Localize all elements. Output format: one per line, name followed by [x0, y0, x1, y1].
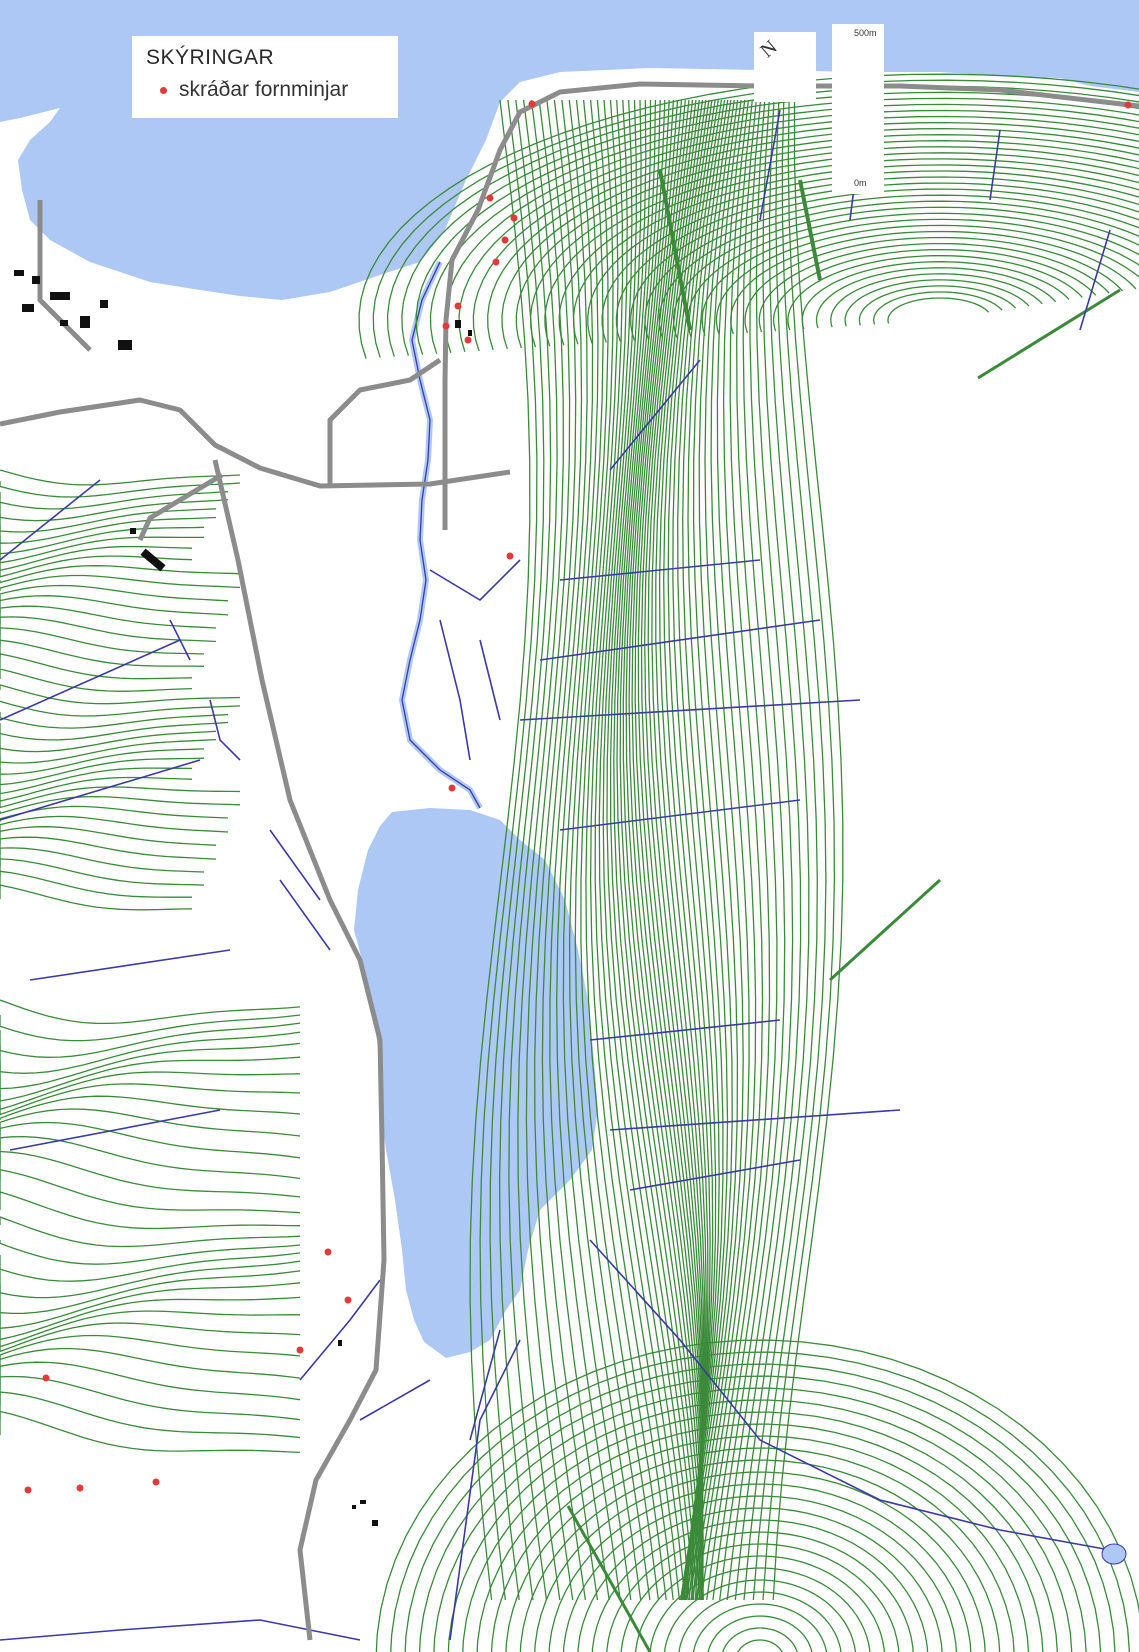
- contour-lines: [0, 73, 1139, 1652]
- legend-item-heritage-sites: skráðar fornminjar: [146, 78, 384, 102]
- scale-bottom-label: 0m: [854, 178, 867, 188]
- heritage-site-markers: [24, 100, 1132, 1494]
- streams: [0, 109, 1111, 1641]
- legend-title: SKÝRINGAR: [146, 46, 275, 69]
- pond: [1101, 1543, 1127, 1565]
- roads: [0, 81, 1139, 1641]
- map-legend: SKÝRINGAR skráðar fornminjar: [132, 36, 398, 118]
- north-arrow: N: [754, 32, 816, 102]
- scale-top-label: 500m: [854, 28, 877, 38]
- scale-bar: 500m 0m: [832, 24, 884, 194]
- north-label: N: [756, 36, 782, 63]
- legend-item-label: skráðar fornminjar: [179, 78, 349, 101]
- buildings: [14, 270, 472, 1526]
- heritage-site-marker-icon: [160, 86, 167, 94]
- lake: [354, 808, 598, 1358]
